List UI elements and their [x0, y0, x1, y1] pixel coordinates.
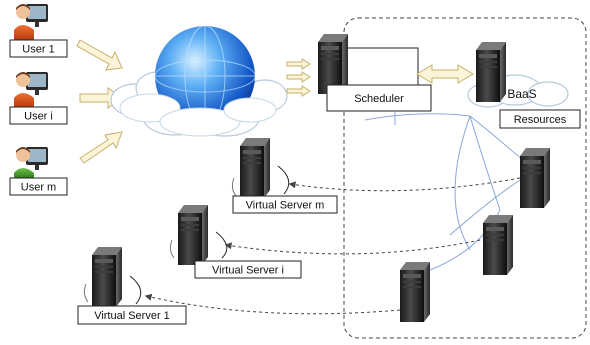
user-icon — [16, 4, 48, 27]
scheduler-label: Scheduler — [354, 93, 404, 105]
virtual-server-i: Virtual Server i — [169, 205, 302, 279]
provisioning-arrows — [144, 177, 521, 315]
user-i-label: User i — [24, 111, 53, 123]
block-arrow-icon — [79, 131, 123, 164]
virtual-server-i-label: Virtual Server i — [212, 265, 284, 277]
small-arrow-icon — [286, 85, 311, 97]
server-icon — [178, 205, 208, 265]
user-icon — [16, 72, 48, 95]
user-1-label-box — [9, 39, 68, 58]
virtual-server-m-label: Virtual Server m — [246, 200, 325, 212]
virtual-server-m-label-box — [232, 195, 338, 214]
dashed-curve-arrow-icon — [144, 293, 401, 315]
user-i: User i — [9, 72, 68, 125]
server-icon — [520, 148, 550, 208]
dashed-curve-arrow-icon — [288, 177, 521, 192]
server-icon — [240, 138, 270, 198]
small-arrow-icon — [286, 71, 311, 83]
block-arrow-icon — [76, 39, 123, 71]
virtual-server-m: Virtual Server m — [231, 138, 338, 214]
dashed-curve-arrow-icon — [224, 239, 481, 255]
user-icon — [16, 147, 48, 170]
server-icon — [400, 262, 430, 322]
server-icon — [476, 42, 506, 102]
double-arrow-icon — [416, 64, 474, 84]
resource-links — [364, 112, 541, 271]
server-icon — [92, 247, 122, 307]
baas-label: BaaS — [507, 87, 536, 101]
resource-region-border — [343, 17, 587, 339]
virtual-server-1-label-box — [77, 305, 187, 325]
scheduler-label-box — [326, 84, 432, 112]
server-icon — [483, 215, 513, 275]
baas-node: BaaS Resources — [467, 42, 581, 129]
cloud-to-scheduler-arrows — [286, 58, 311, 97]
small-arrow-icon — [286, 58, 311, 70]
user-1-label: User 1 — [22, 44, 54, 56]
resources-label-box — [499, 109, 581, 129]
internet-cloud — [110, 25, 288, 137]
user-i-label-box — [9, 106, 68, 125]
user-m: User m — [9, 147, 68, 196]
virtual-server-1-label: Virtual Server 1 — [94, 310, 170, 322]
resources-label: Resources — [514, 114, 567, 126]
user-1: User 1 — [9, 4, 68, 58]
user-m-label-box — [9, 177, 68, 196]
virtual-server-1: Virtual Server 1 — [77, 247, 187, 325]
scheduler-node: Scheduler — [318, 34, 432, 112]
virtual-server-i-label-box — [194, 260, 302, 279]
user-m-label: User m — [21, 182, 56, 194]
